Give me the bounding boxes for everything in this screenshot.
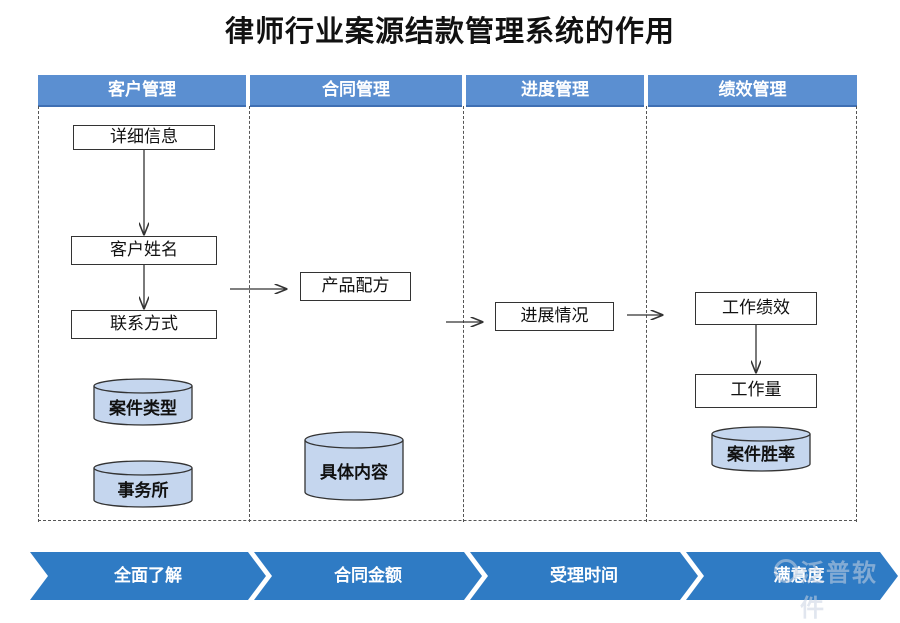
cylinder-shape [93, 378, 193, 426]
step-label-1: 全面了解 [114, 566, 182, 586]
column-divider [646, 106, 647, 522]
bottom-divider [38, 520, 857, 521]
node-win-rate: 案件胜率 [711, 426, 811, 472]
node-workload: 工作量 [695, 374, 817, 408]
node-specific-content-label: 具体内容 [320, 463, 388, 483]
column-header-performance: 绩效管理 [648, 75, 857, 107]
column-divider [463, 106, 464, 522]
column-header-client: 客户管理 [38, 75, 246, 107]
page-title: 律师行业案源结款管理系统的作用 [224, 14, 675, 48]
node-law-firm-label: 事务所 [117, 481, 169, 501]
watermark-logo-icon [774, 559, 798, 583]
node-progress-status: 进展情况 [495, 302, 614, 331]
node-contact: 联系方式 [71, 310, 217, 339]
node-case-type-label: 案件类型 [109, 399, 177, 419]
node-case-type: 案件类型 [93, 378, 193, 426]
node-client-name: 客户姓名 [71, 236, 217, 265]
chevron-step-1 [30, 552, 266, 600]
chevron-step-3 [470, 552, 698, 600]
column-divider [856, 106, 857, 522]
flow-arrows [0, 150, 900, 600]
column-header-contract: 合同管理 [250, 75, 462, 107]
cylinder-shape [711, 426, 811, 472]
node-specific-content: 具体内容 [304, 431, 404, 501]
cylinder-shape [93, 460, 193, 508]
step-label-3: 受理时间 [550, 566, 618, 586]
column-divider [249, 106, 250, 522]
node-product-formula: 产品配方 [300, 272, 411, 301]
column-divider [38, 106, 39, 522]
chevron-step-2 [254, 552, 482, 600]
watermark-text: 泛普软件 [800, 559, 878, 622]
step-label-2: 合同金额 [334, 566, 402, 586]
watermark: 泛普软件 [770, 553, 895, 622]
node-detail-info: 详细信息 [73, 125, 215, 150]
node-win-rate-label: 案件胜率 [727, 445, 795, 465]
column-header-progress: 进度管理 [466, 75, 644, 107]
node-law-firm: 事务所 [93, 460, 193, 508]
cylinder-shape [304, 431, 404, 501]
node-work-performance: 工作绩效 [695, 292, 817, 325]
